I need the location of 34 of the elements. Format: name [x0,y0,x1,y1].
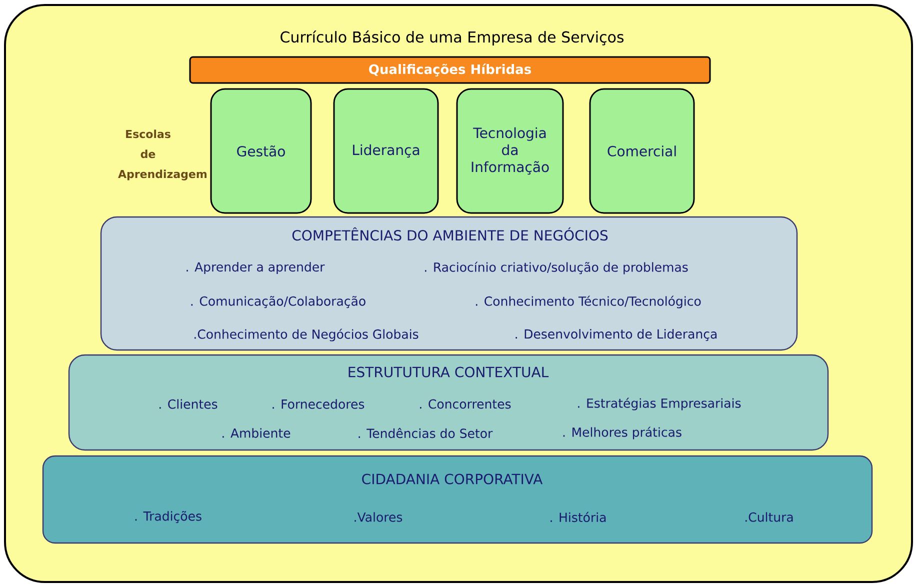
bullet-item: . Clientes [160,399,218,409]
bullet-item: . Tendências do Setor [358,428,493,438]
bullet-item: . Ambiente [222,428,290,438]
bullet-item: . Comunicação/Colaboração [191,296,366,308]
layer-panel [68,354,829,451]
bullet-item: . Raciocínio criativo/solução de problemas [425,262,688,274]
pillar-box [589,88,695,214]
pillar-label: Gestão [237,145,285,157]
bullet-item: . Fornecedores [272,399,364,409]
bullet-item: . Concorrentes [420,399,511,409]
title: Currículo Básico de uma Empresa de Serviços [280,30,624,46]
bullet-item: . Aprender a aprender [186,262,325,274]
bullet-item: . Melhores práticas [563,426,682,440]
pillar-label: Tecnologia da Informação [472,127,549,175]
panel-heading: ESTRUTUTURA CONTEXTUAL [348,366,549,378]
pillar-box [333,88,439,214]
bullet-item: . História [550,512,606,522]
pillar-box [210,88,312,214]
layer-panel [100,216,798,351]
panel-heading: CIDADANIA CORPORATIVA [362,474,543,484]
bullet-item: .Valores [354,512,402,522]
bullet-item: .Cultura [745,512,793,522]
banner-text: Qualificações Híbridas [369,64,531,76]
pillar-label: Comercial [608,146,676,156]
pillar-label: Liderança [353,144,420,158]
banner-bar [189,56,711,84]
bullet-item: . Desenvolvimento de Liderança [516,329,717,341]
bullet-item: . Estratégias Empresariais [578,398,741,410]
pillar-box [456,88,564,214]
layer-panel [42,455,873,544]
bullet-item: . Conhecimento Técnico/Tecnológico [476,296,701,308]
panel-heading: COMPETÊNCIAS DO AMBIENTE DE NEGÓCIOS [292,227,608,241]
bullet-item: .Conhecimento de Negócios Globais [194,328,418,342]
bullet-item: . Tradições [135,510,202,524]
